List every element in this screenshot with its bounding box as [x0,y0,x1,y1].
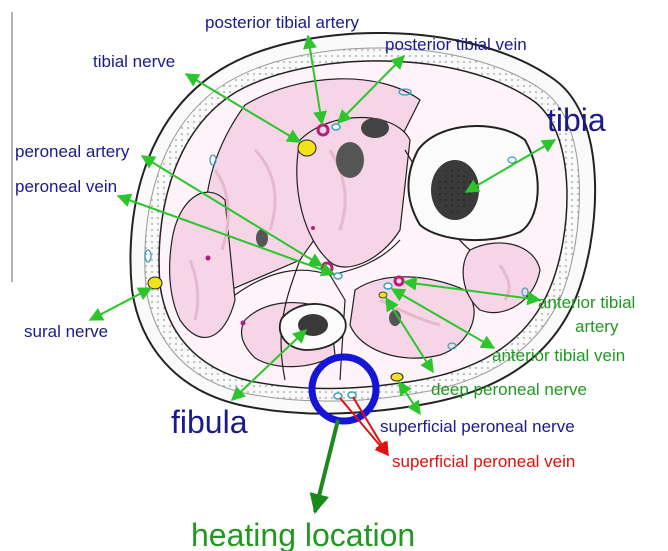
label-posterior-tibial-vein: posterior tibial vein [385,35,527,54]
sural-nerve-dot [148,277,162,289]
peroneal-vein-dot [334,273,342,279]
superficial-peroneal-nerve-dot [391,373,403,381]
label-deep-peroneal-nerve: deep peroneal nerve [431,380,587,399]
label-heating-location: heating location [191,517,415,551]
superficial-peroneal-vein-dot-2 [348,392,356,398]
tibia-bone [408,126,537,240]
tibial-nerve-dot [298,140,316,156]
label-anterior-tibial-artery-line2: artery [575,317,619,336]
label-tibia: tibia [547,102,606,138]
label-posterior-tibial-artery: posterior tibial artery [205,13,360,32]
label-peroneal-vein: peroneal vein [15,177,117,196]
label-superficial-peroneal-vein: superficial peroneal vein [392,452,575,471]
label-tibial-nerve: tibial nerve [93,52,175,71]
deep-peroneal-nerve-dot [379,292,387,298]
label-peroneal-artery: peroneal artery [15,142,130,161]
label-anterior-tibial-artery-line1: anterior tibial [538,293,635,312]
fibula-bone [280,304,346,350]
label-sural-nerve: sural nerve [24,322,108,341]
anterior-tibial-vein-dot [384,283,392,289]
label-anterior-tibial-vein: anterior tibial vein [492,346,625,365]
label-superficial-peroneal-nerve: superficial peroneal nerve [380,417,575,436]
label-fibula: fibula [171,404,248,440]
heating-location-arrow [315,420,338,512]
posterior-tibial-vein-dot [332,124,340,130]
